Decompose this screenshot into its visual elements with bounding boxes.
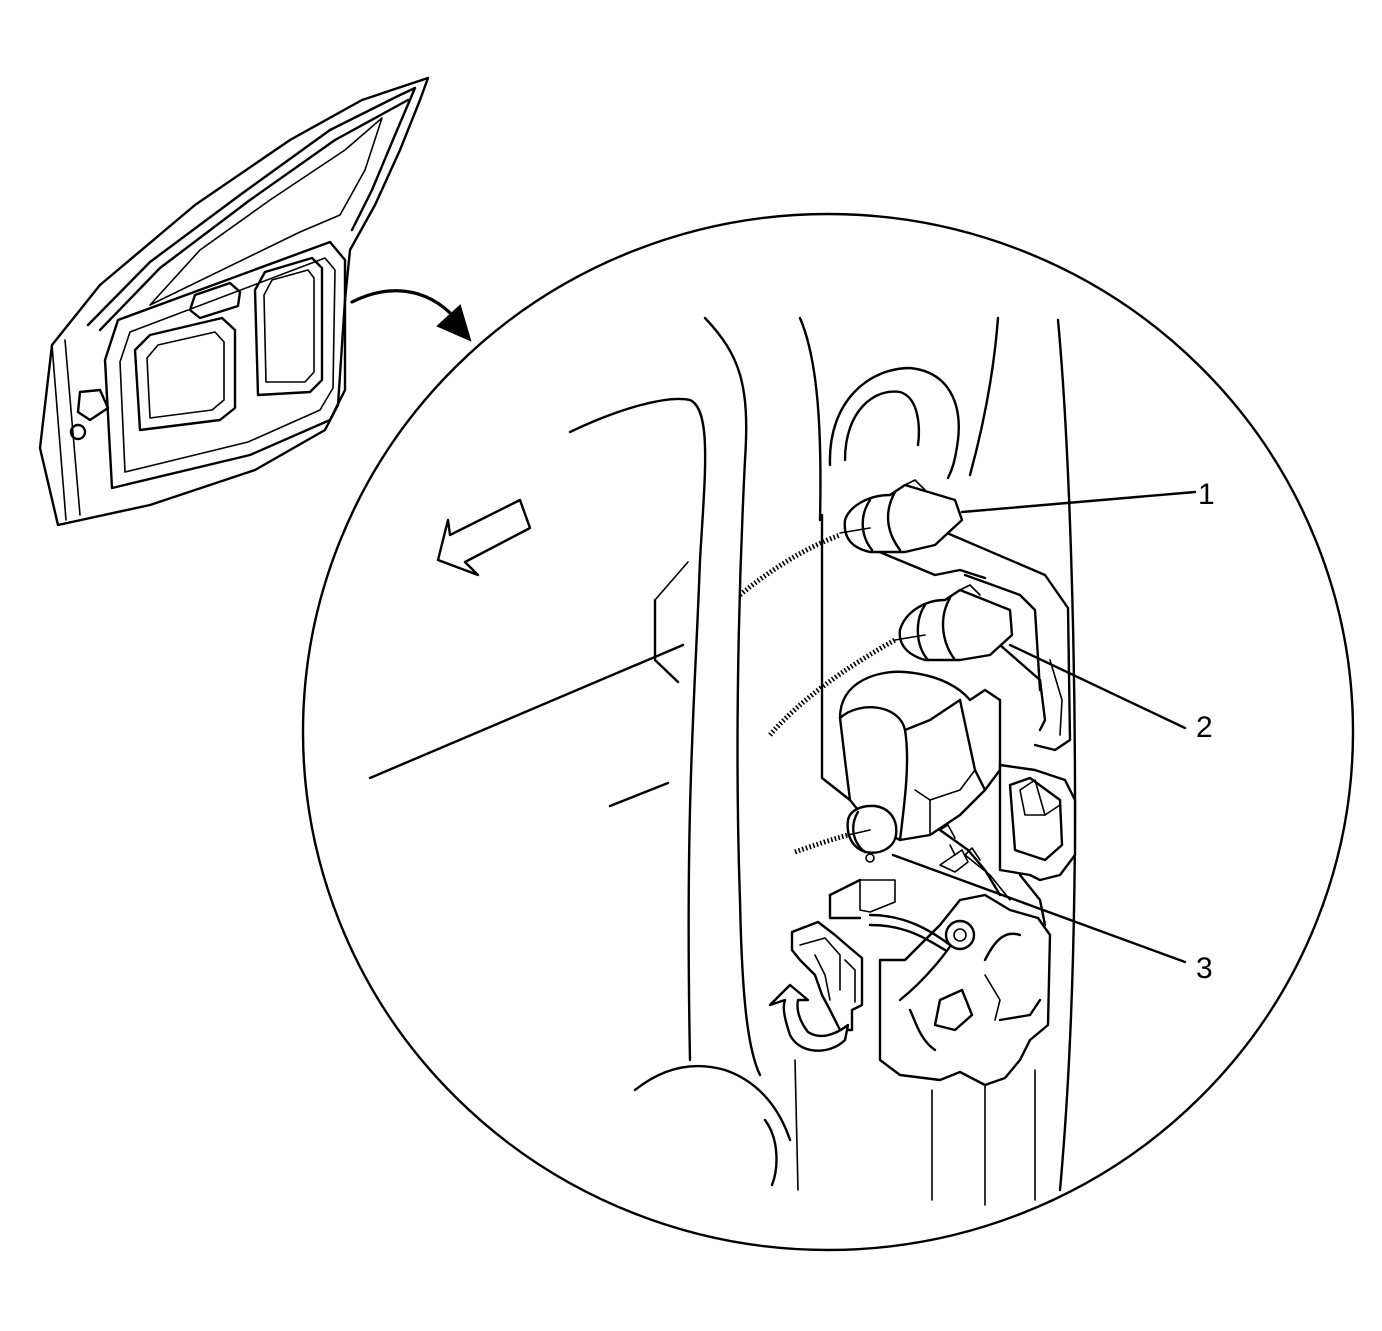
door-overview-icon: [38, 76, 430, 527]
rod-clip: [790, 920, 864, 1032]
callout-1-label: 1: [1198, 478, 1215, 511]
callout-3-label: 3: [1196, 952, 1213, 985]
callout-2: 2: [1008, 643, 1213, 744]
direction-arrow: [436, 498, 532, 577]
detail-view: [301, 212, 1355, 1252]
callout-3: 3: [891, 853, 1213, 985]
door-lock-actuator: [820, 513, 1077, 1087]
electrical-connector-1: [738, 479, 964, 597]
detail-zoom-arrow: [350, 289, 472, 342]
callout-2-label: 2: [1196, 711, 1213, 744]
callout-1: 1: [960, 478, 1215, 514]
electrical-connector-3: [794, 804, 898, 863]
rotate-arrow: [768, 983, 850, 1052]
electrical-connector-2: [768, 584, 1014, 737]
